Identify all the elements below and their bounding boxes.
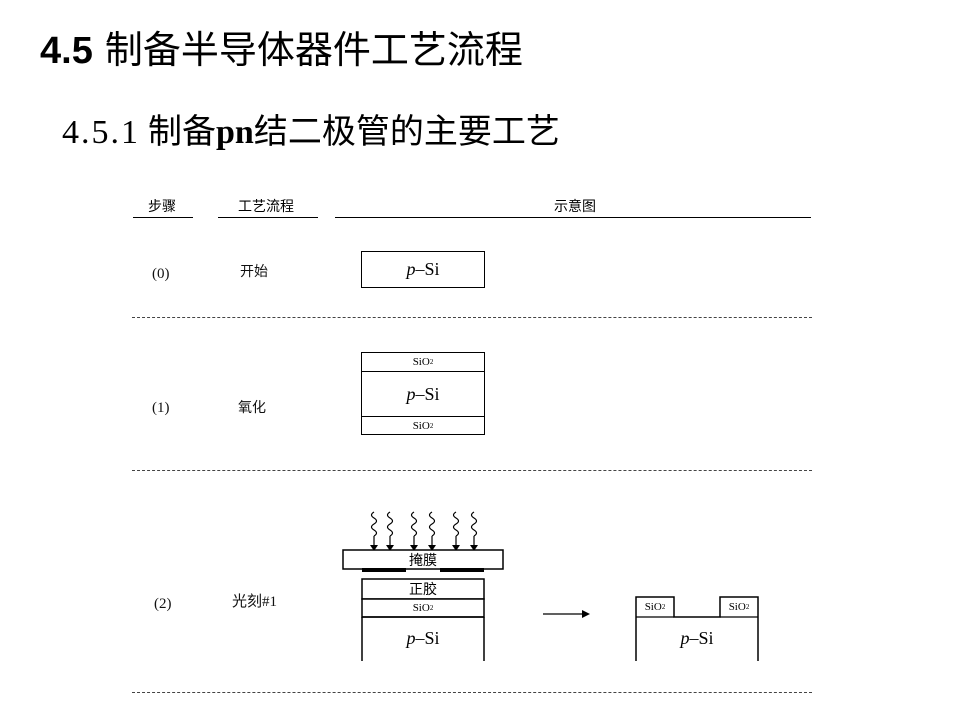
row-0-process: 开始 [240, 264, 268, 280]
p-label: p [406, 259, 416, 279]
mask-label: 掩膜 [409, 552, 437, 569]
sio-subscript: 2 [429, 604, 434, 612]
si-label: –Si [415, 383, 440, 404]
p-si-substrate-after: p–Si [637, 620, 757, 656]
row-2-step: (2) [154, 596, 172, 612]
substrate-before [361, 616, 485, 661]
uv-ray-stems [373, 536, 475, 546]
p-label: p [680, 627, 690, 648]
row-divider [132, 317, 812, 318]
si-label: –Si [689, 627, 714, 648]
sio-subscript: 2 [429, 421, 434, 430]
mask-plate [342, 549, 504, 570]
uv-ray-arrowheads [370, 545, 478, 551]
sio-label: SiO [412, 419, 430, 432]
header-process: 工艺流程 [238, 199, 294, 215]
sio-label: SiO [728, 601, 746, 613]
subtitle-pre: 制备 [148, 112, 216, 152]
p-si-substrate: p–Si [361, 370, 485, 418]
subtitle-post: 结二极管的主要工艺 [253, 112, 560, 152]
header-step: 步骤 [148, 199, 176, 215]
mask-opaque-left [362, 568, 406, 572]
sio-subscript: 2 [745, 603, 750, 611]
row-divider [132, 692, 812, 693]
substrate-after [635, 596, 759, 661]
slide-title: 4.5 制备半导体器件工艺流程 [40, 26, 523, 75]
sio-label: SiO [412, 602, 430, 614]
row-0-step: (0) [152, 266, 170, 282]
uv-light-rays [370, 511, 478, 537]
header-process-rule [218, 217, 318, 218]
sio-subscript: 2 [661, 603, 666, 611]
si-label: –Si [415, 627, 440, 648]
p-si-substrate: p–Si [363, 620, 483, 656]
header-diagram-rule [335, 217, 811, 218]
sio-label: SiO [644, 601, 662, 613]
row-1-process: 氧化 [238, 400, 266, 416]
subtitle-pn: pn [216, 114, 254, 151]
p-label: p [406, 627, 416, 648]
sio-label: SiO [412, 356, 430, 368]
row-divider [132, 470, 812, 471]
title-number: 4.5 [40, 30, 93, 72]
header-diagram: 示意图 [554, 199, 596, 215]
sio-subscript: 2 [429, 358, 434, 366]
row-2-process: 光刻#1 [232, 594, 278, 610]
subtitle-number: 4.5.1 [62, 114, 140, 151]
row-1-step: (1) [152, 400, 170, 416]
si-label: –Si [415, 259, 440, 279]
p-si-substrate: p–Si [361, 251, 485, 288]
photoresist-label: 正胶 [409, 582, 437, 598]
p-label: p [406, 383, 416, 404]
mask-opaque-right [440, 568, 484, 572]
header-step-rule [133, 217, 193, 218]
arrow-head [582, 610, 590, 618]
title-text: 制备半导体器件工艺流程 [104, 28, 523, 72]
